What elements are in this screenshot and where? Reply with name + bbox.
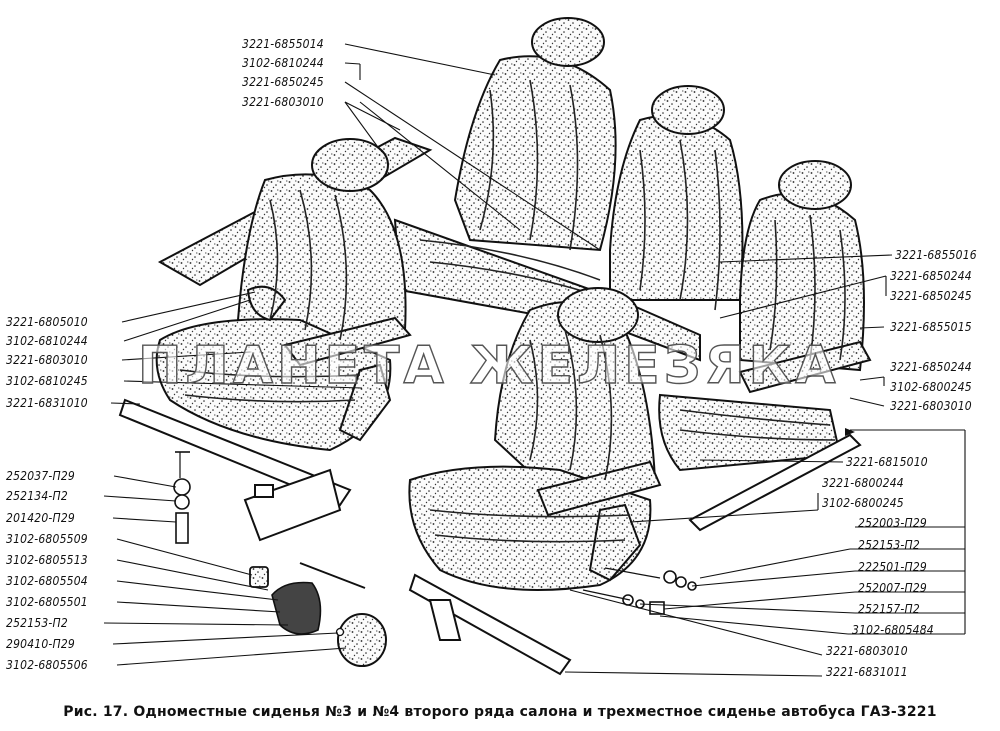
part-label: 252157-П2 (858, 602, 920, 616)
part-label: 3102-6805513 (6, 553, 88, 567)
part-label: 3102-6800245 (890, 380, 972, 394)
part-label: 290410-П29 (6, 637, 75, 651)
part-label: 201420-П29 (6, 511, 75, 525)
part-label: 3221-6805010 (6, 315, 88, 329)
part-label: 3221-6803010 (890, 399, 972, 413)
part-label: 252153-П2 (858, 538, 920, 552)
part-label: 3221-6800244 (822, 476, 904, 490)
part-label: 3102-6805509 (6, 532, 88, 546)
three-seat-bench (157, 17, 872, 472)
part-label: 252153-П2 (6, 616, 68, 630)
part-label: 3102-6810244 (242, 56, 324, 70)
part-label: 3221-6850244 (890, 360, 972, 374)
part-label: 3102-6805484 (852, 623, 934, 637)
part-label: 3221-6815010 (846, 455, 928, 469)
part-label: 3221-6850245 (890, 289, 972, 303)
part-label: 3221-6850244 (890, 269, 972, 283)
part-label: 3221-6831011 (826, 665, 908, 679)
part-label: 3221-6803010 (242, 95, 324, 109)
part-label: 252134-П2 (6, 489, 68, 503)
leader-lines (103, 43, 966, 677)
part-label: 3221-6850245 (242, 75, 324, 89)
part-label: 252037-П29 (6, 469, 75, 483)
part-label: 3102-6805501 (6, 595, 88, 609)
part-label: 3102-6800245 (822, 496, 904, 510)
part-label: 3102-6805506 (6, 658, 88, 672)
part-label: 252003-П29 (858, 516, 927, 530)
part-label: 252007-П29 (858, 581, 927, 595)
part-label: 3102-6805504 (6, 574, 88, 588)
part-label: 3221-6855016 (895, 248, 977, 262)
part-label: 3221-6831010 (6, 396, 88, 410)
recliner-hardware (173, 428, 855, 667)
front-single-seat (408, 287, 662, 591)
part-label: 222501-П29 (858, 560, 927, 574)
figure-caption: Рис. 17. Одноместные сиденья №3 и №4 вто… (63, 704, 937, 720)
part-label: 3102-6810244 (6, 334, 88, 348)
seat-frames (118, 398, 862, 676)
part-label: 3102-6810245 (6, 374, 88, 388)
part-label: 3221-6855015 (890, 320, 972, 334)
part-label: 3221-6803010 (826, 644, 908, 658)
part-label: 3221-6855014 (242, 37, 324, 51)
part-label: 3221-6803010 (6, 353, 88, 367)
left-single-seat (155, 138, 412, 452)
